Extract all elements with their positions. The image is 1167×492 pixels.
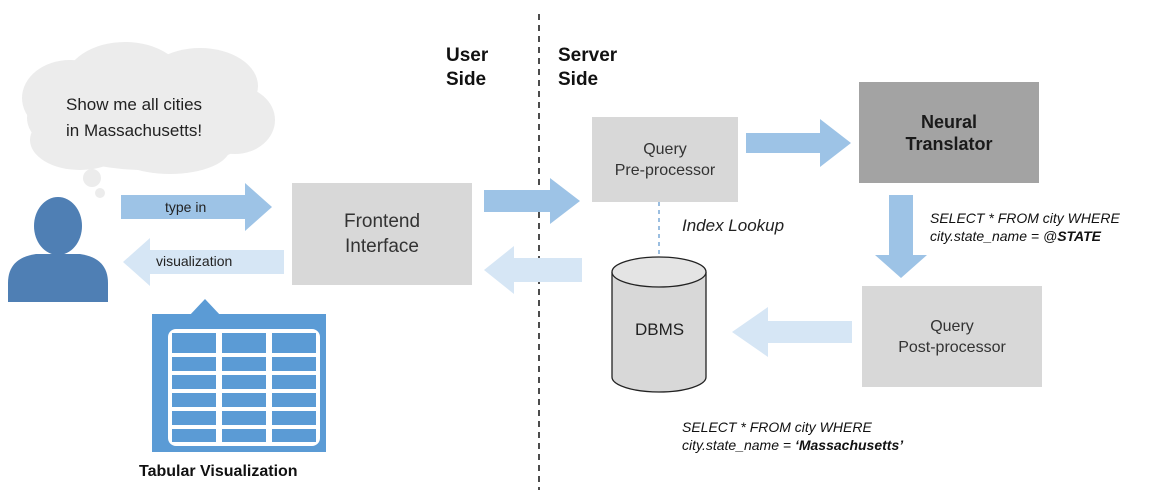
speech-bubble-text: Show me all cities in Massachusetts! bbox=[66, 92, 202, 144]
postprocessor-line-2: Post-processor bbox=[898, 338, 1006, 356]
dbms-cylinder bbox=[611, 256, 707, 393]
speech-line-1: Show me all cities bbox=[66, 95, 203, 114]
sql-final-line-2: city.state_name = ‘Massachusetts’ bbox=[682, 436, 903, 454]
preprocessor-line-2: Pre-processor bbox=[614, 161, 716, 179]
frontend-line-1: Frontend bbox=[343, 211, 421, 232]
user-side-line-1: User bbox=[446, 45, 489, 66]
preprocessor-to-translator-arrow bbox=[746, 119, 851, 167]
sql-template-condition: city.state_name = @ bbox=[930, 228, 1058, 244]
server-side-line-1: Server bbox=[558, 45, 618, 66]
translator-line-2: Translator bbox=[905, 133, 993, 154]
visualization-arrow bbox=[123, 238, 284, 286]
visualization-label: visualization bbox=[156, 253, 233, 269]
sql-final-condition: city.state_name = bbox=[682, 437, 795, 453]
speech-line-2: in Massachusetts! bbox=[66, 121, 203, 140]
sql-template-line-2: city.state_name = @STATE bbox=[930, 227, 1120, 245]
frontend-line-2: Interface bbox=[345, 236, 419, 257]
frontend-interface-box: Frontend Interface bbox=[292, 183, 472, 285]
sql-final-line-1: SELECT * FROM city WHERE bbox=[682, 419, 872, 435]
translator-to-postprocessor-arrow bbox=[875, 195, 927, 278]
table-icon bbox=[152, 299, 326, 452]
postprocessor-line-1: Query bbox=[930, 317, 974, 335]
type-in-arrow bbox=[121, 183, 272, 231]
type-in-label: type in bbox=[165, 199, 207, 215]
neural-translator-box: Neural Translator bbox=[859, 82, 1039, 183]
sql-template-placeholder: STATE bbox=[1057, 228, 1101, 244]
translator-line-1: Neural bbox=[920, 111, 978, 132]
dbms-label: DBMS bbox=[635, 320, 685, 339]
user-side-line-2: Side bbox=[446, 69, 487, 90]
preprocessor-line-1: Query bbox=[643, 140, 687, 158]
sql-final-value: ‘Massachusetts’ bbox=[794, 437, 904, 453]
postprocessor-to-dbms-arrow bbox=[732, 307, 852, 357]
user-icon bbox=[8, 197, 108, 302]
server-side-title: Server Side bbox=[558, 44, 617, 92]
query-postprocessor-box: Query Post-processor bbox=[862, 286, 1042, 387]
user-side-title: User Side bbox=[446, 44, 488, 92]
dbms-to-frontend-arrow bbox=[484, 246, 582, 294]
sql-template: SELECT * FROM city WHERE city.state_name… bbox=[930, 209, 1120, 245]
tabular-visualization-caption: Tabular Visualization bbox=[139, 463, 298, 480]
frontend-to-preprocessor-arrow bbox=[484, 178, 580, 224]
speech-cloud bbox=[22, 42, 275, 198]
sql-template-line-1: SELECT * FROM city WHERE bbox=[930, 210, 1120, 226]
query-preprocessor-box: Query Pre-processor bbox=[592, 117, 738, 202]
server-side-line-2: Side bbox=[558, 69, 599, 90]
sql-final: SELECT * FROM city WHERE city.state_name… bbox=[682, 418, 903, 454]
index-lookup-label: Index Lookup bbox=[682, 216, 785, 235]
